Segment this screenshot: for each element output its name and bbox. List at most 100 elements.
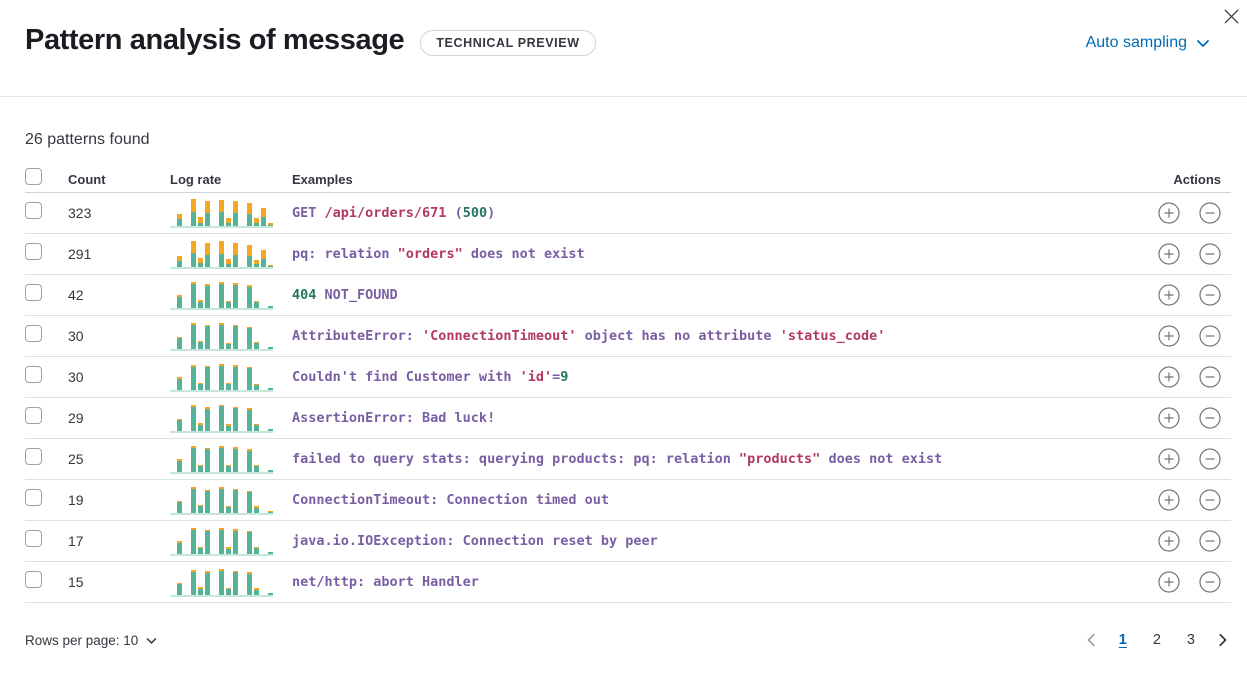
row-count: 25 [68,451,84,467]
chart-baseline [170,472,273,474]
table-row: 291 pq: relation "orders" does not exist [25,234,1231,275]
log-rate-chart [170,280,273,310]
chart-baseline [170,267,273,269]
page-button-2[interactable]: 2 [1152,632,1161,648]
row-checkbox[interactable] [25,243,42,260]
filter-out-minus-icon[interactable] [1199,448,1221,470]
log-rate-chart [170,526,273,556]
patterns-table: Count Log rate Examples Actions 323 GET … [25,166,1231,603]
filter-out-minus-icon[interactable] [1199,243,1221,265]
row-count: 291 [68,246,92,262]
filter-in-plus-icon[interactable] [1158,448,1180,470]
row-example: java.io.IOException: Connection reset by… [292,533,658,549]
row-example: net/http: abort Handler [292,574,479,590]
row-count: 17 [68,533,84,549]
row-checkbox[interactable] [25,325,42,342]
log-rate-chart [170,362,273,392]
chart-baseline [170,554,273,556]
filter-out-minus-icon[interactable] [1199,202,1221,224]
row-example: failed to query stats: querying products… [292,451,943,467]
filter-out-minus-icon[interactable] [1199,325,1221,347]
row-checkbox[interactable] [25,202,42,219]
row-example: pq: relation "orders" does not exist [292,246,585,262]
table-row: 29 AssertionError: Bad luck! [25,398,1231,439]
chart-baseline [170,595,273,597]
table-row: 30 Couldn't find Customer with 'id'=9 [25,357,1231,398]
filter-in-plus-icon[interactable] [1158,571,1180,593]
filter-in-plus-icon[interactable] [1158,202,1180,224]
row-checkbox[interactable] [25,284,42,301]
previous-page-icon[interactable] [1083,631,1101,649]
technical-preview-badge: TECHNICAL PREVIEW [420,29,596,56]
row-count: 30 [68,328,84,344]
column-header-actions: Actions [1173,171,1221,187]
row-example: GET /api/orders/671 (500) [292,205,496,221]
filter-out-minus-icon[interactable] [1199,530,1221,552]
patterns-found-summary: 26 patterns found [25,131,150,148]
row-example: ConnectionTimeout: Connection timed out [292,492,609,508]
table-row: 323 GET /api/orders/671 (500) [25,193,1231,234]
row-checkbox[interactable] [25,571,42,588]
chart-baseline [170,308,273,310]
table-header-row: Count Log rate Examples Actions [25,166,1231,193]
log-rate-chart [170,444,273,474]
chart-baseline [170,390,273,392]
row-count: 15 [68,574,84,590]
page-button-3[interactable]: 3 [1186,632,1195,648]
pagination: 1 2 3 [1083,630,1231,650]
filter-in-plus-icon[interactable] [1158,325,1180,347]
row-count: 323 [68,205,92,221]
filter-in-plus-icon[interactable] [1158,366,1180,388]
table-row: 15 net/http: abort Handler [25,562,1231,603]
filter-in-plus-icon[interactable] [1158,284,1180,306]
filter-out-minus-icon[interactable] [1199,489,1221,511]
chevron-down-icon [1195,35,1211,51]
log-rate-chart [170,321,273,351]
row-example: AssertionError: Bad luck! [292,410,496,426]
next-page-icon[interactable] [1213,631,1231,649]
filter-out-minus-icon[interactable] [1199,366,1221,388]
chart-baseline [170,226,273,228]
log-rate-chart [170,567,273,597]
table-row: 19 ConnectionTimeout: Connection timed o… [25,480,1231,521]
page-title: Pattern analysis of message [25,24,405,56]
log-rate-chart [170,239,273,269]
row-count: 19 [68,492,84,508]
close-icon[interactable] [1219,4,1243,28]
chart-baseline [170,349,273,351]
filter-in-plus-icon[interactable] [1158,407,1180,429]
table-row: 42 404 NOT_FOUND [25,275,1231,316]
chevron-down-icon [145,634,158,647]
page-button-1[interactable]: 1 [1118,632,1127,648]
filter-in-plus-icon[interactable] [1158,243,1180,265]
filter-in-plus-icon[interactable] [1158,530,1180,552]
flyout-header: Pattern analysis of message TECHNICAL PR… [0,0,1247,97]
filter-in-plus-icon[interactable] [1158,489,1180,511]
row-checkbox[interactable] [25,366,42,383]
table-row: 30 AttributeError: 'ConnectionTimeout' o… [25,316,1231,357]
log-rate-chart [170,198,273,228]
column-header-log-rate: Log rate [170,171,222,187]
row-count: 30 [68,369,84,385]
row-checkbox[interactable] [25,407,42,424]
filter-out-minus-icon[interactable] [1199,571,1221,593]
sampling-dropdown[interactable]: Auto sampling [1086,34,1211,52]
row-checkbox[interactable] [25,489,42,506]
row-checkbox[interactable] [25,448,42,465]
row-example: Couldn't find Customer with 'id'=9 [292,369,569,385]
row-count: 42 [68,287,84,303]
row-checkbox[interactable] [25,530,42,547]
column-header-count: Count [68,171,106,187]
sampling-dropdown-label: Auto sampling [1085,34,1187,51]
row-count: 29 [68,410,84,426]
log-rate-chart [170,485,273,515]
filter-out-minus-icon[interactable] [1199,407,1221,429]
table-footer: Rows per page: 10 1 2 3 [25,630,1231,650]
rows-per-page-selector[interactable]: Rows per page: 10 [25,633,158,648]
rows-per-page-label: Rows per page: 10 [25,632,139,648]
select-all-checkbox[interactable] [25,168,42,185]
filter-out-minus-icon[interactable] [1199,284,1221,306]
table-row: 17 java.io.IOException: Connection reset… [25,521,1231,562]
log-rate-chart [170,403,273,433]
